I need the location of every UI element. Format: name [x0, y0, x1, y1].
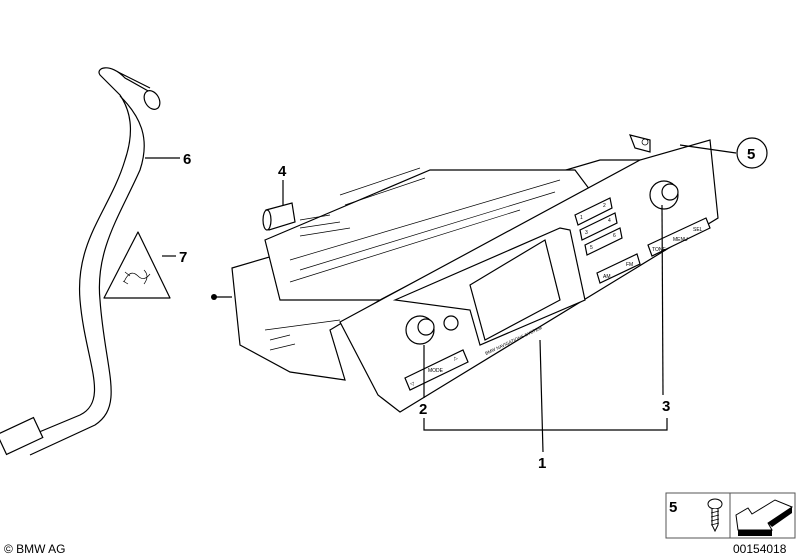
callout-7: 7	[179, 249, 187, 266]
mode-label: MODE	[428, 368, 444, 374]
fm-label: FM	[626, 262, 633, 268]
button-1-2[interactable]	[574, 197, 613, 226]
am-fm-button[interactable]	[596, 253, 641, 284]
button-2-label: 2	[603, 203, 606, 209]
callout-4: 4	[278, 163, 287, 180]
legend-box: 5	[665, 492, 796, 539]
screw-icon	[707, 498, 723, 533]
leader-lines	[145, 144, 737, 453]
callout-2: 2	[419, 401, 427, 418]
sel-label: SEL	[693, 227, 703, 233]
copyright: © BMW AG	[4, 542, 66, 556]
button-5-label: 5	[590, 245, 593, 251]
menu-label: MENU	[673, 237, 688, 243]
am-label: AM	[603, 274, 611, 280]
tone-menu-sel-buttons[interactable]	[647, 217, 711, 257]
preset-buttons: 1 2 3 4 5 6 AM FM TONE MENU SEL MODE ◁ ▷	[404, 197, 711, 391]
callout-5: 5	[747, 146, 755, 163]
radio-unit: 1 2 3 4 5 6 AM FM TONE MENU SEL MODE ◁ ▷…	[231, 134, 719, 413]
antenna-cable	[0, 67, 161, 456]
warning-label	[103, 231, 171, 299]
tone-label: TONE	[652, 247, 666, 253]
left-arrow-icon: ◁	[410, 381, 414, 387]
button-5-6[interactable]	[584, 227, 623, 256]
right-arrow-icon: ▷	[454, 356, 458, 362]
mode-buttons[interactable]	[404, 349, 469, 391]
button-3-4[interactable]	[579, 212, 618, 241]
callout-3: 3	[662, 398, 670, 415]
button-4-label: 4	[608, 218, 611, 224]
cylinder-part	[262, 202, 296, 231]
legend-item-number: 5	[669, 499, 677, 516]
diagram-number: 00154018	[733, 542, 787, 556]
button-6-label: 6	[613, 233, 616, 239]
callout-1: 1	[538, 455, 546, 472]
callout-6: 6	[183, 151, 191, 168]
button-1-label: 1	[580, 215, 583, 221]
button-3-label: 3	[585, 230, 588, 236]
arrow-icon	[735, 499, 794, 536]
